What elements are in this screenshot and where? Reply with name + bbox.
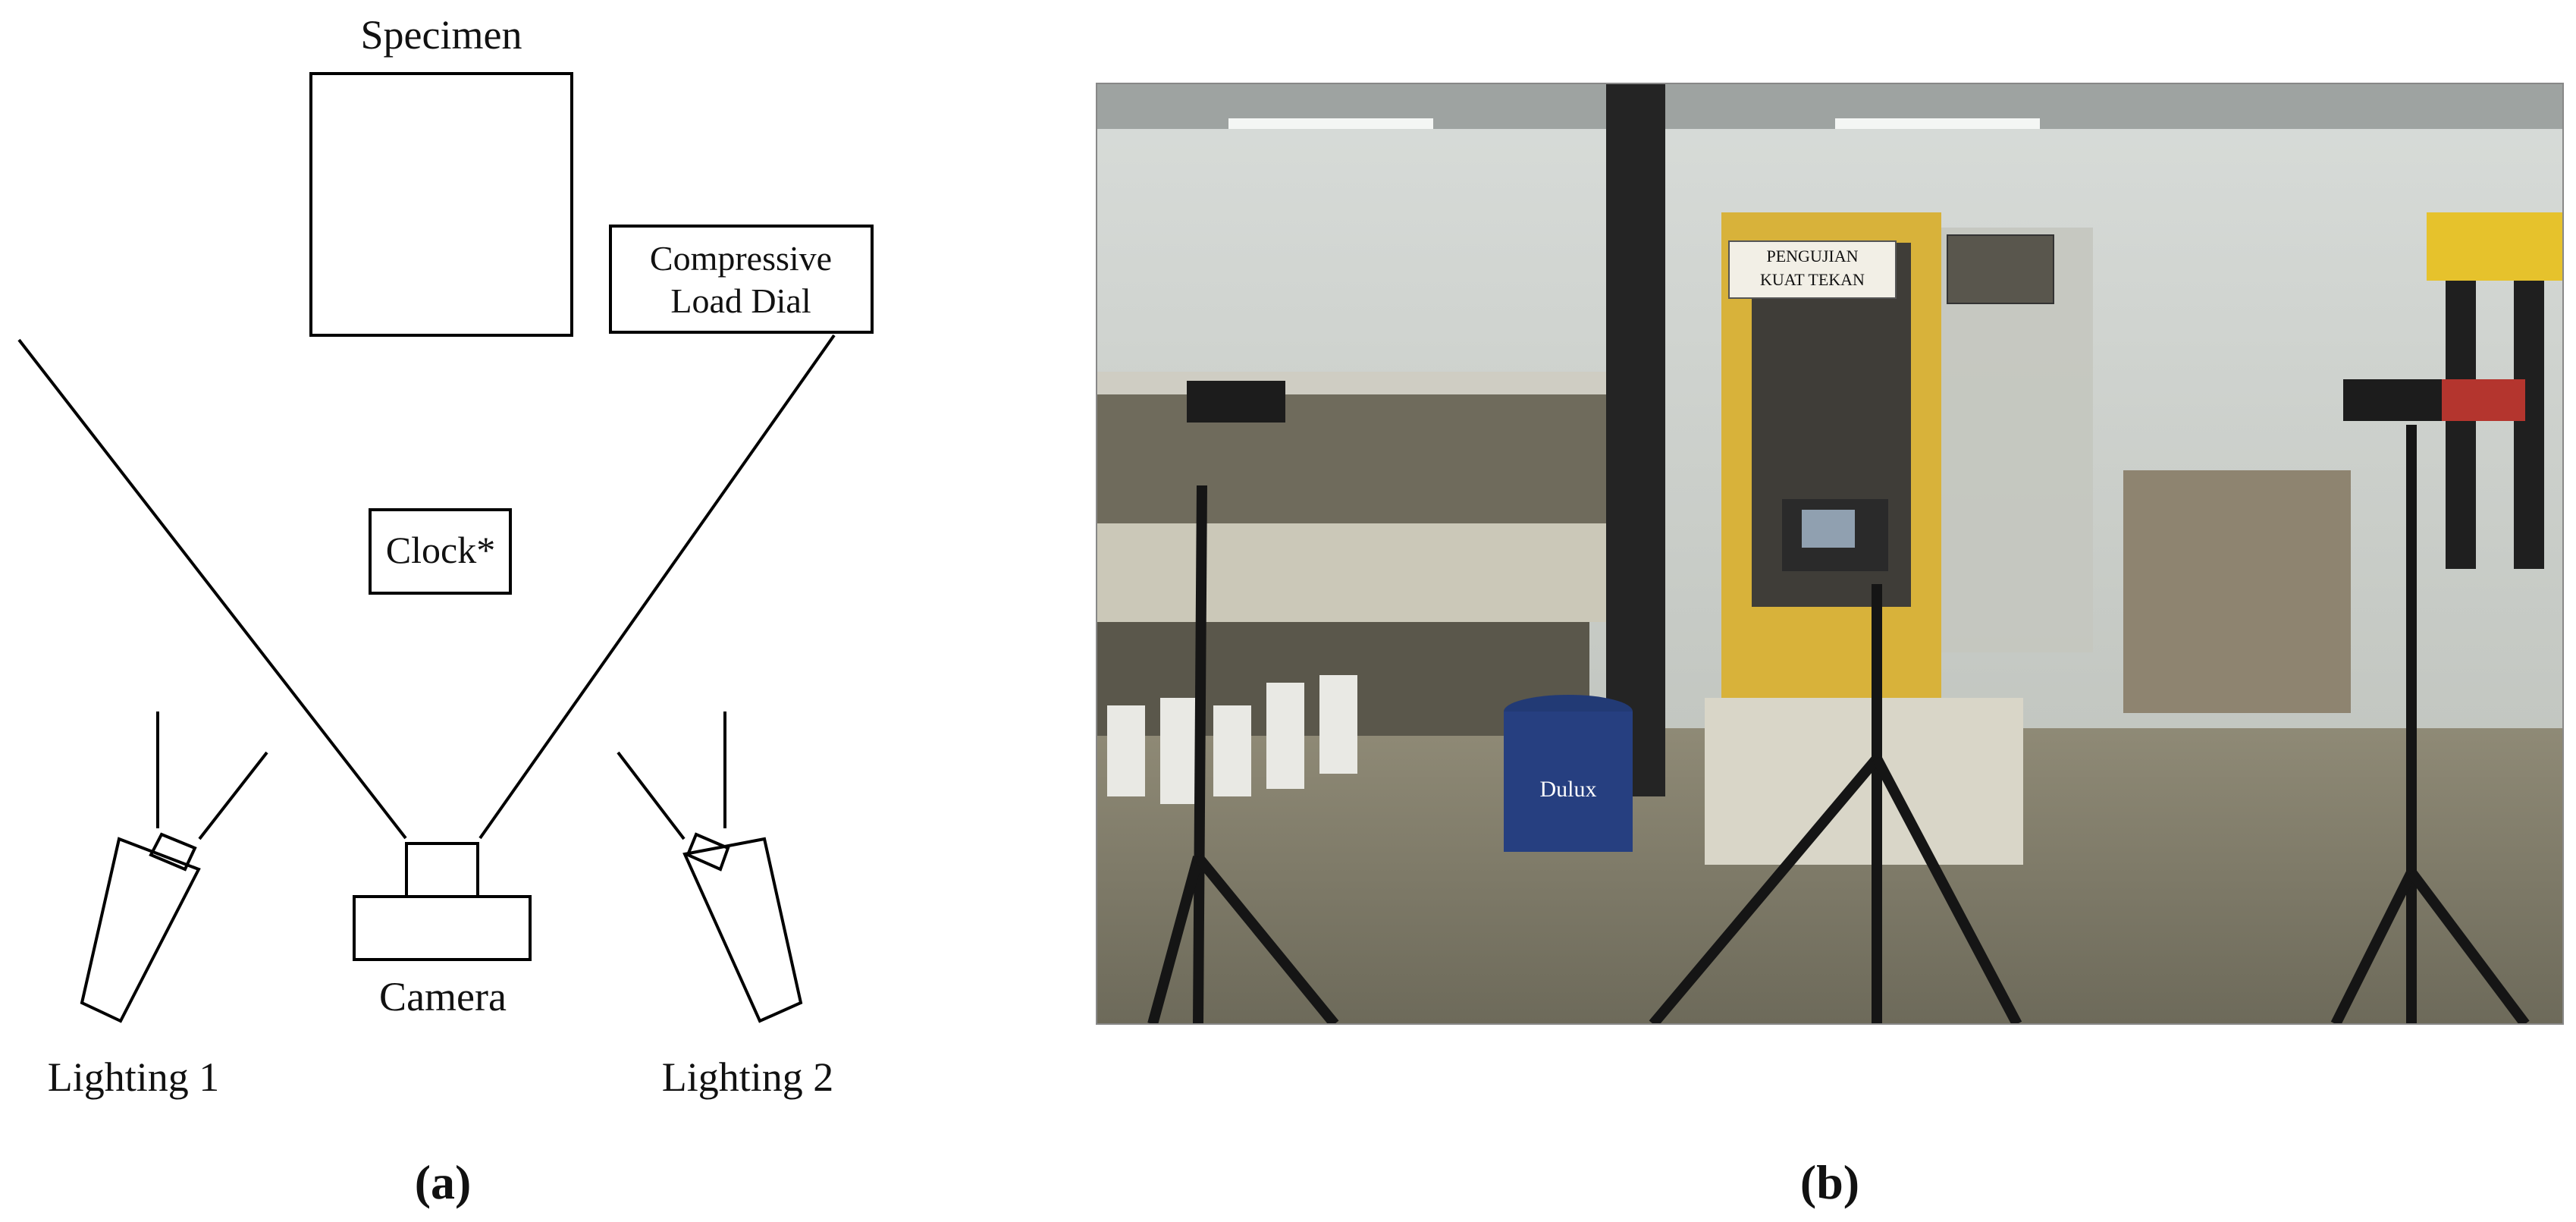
bucket-brand: Dulux (1540, 777, 1597, 802)
specimen-box (309, 72, 573, 337)
caption-b: (b) (1800, 1155, 1859, 1209)
load-dial-label-line1: Compressive (650, 239, 832, 278)
sign-line-2: KUAT TEKAN (1760, 270, 1865, 289)
setup-diagram (17, 72, 874, 1023)
sign-line-1: PENGUJIAN (1767, 247, 1859, 265)
load-dial-label-line2: Load Dial (670, 281, 811, 320)
clock-box (369, 508, 512, 595)
lighting-1-lamp (80, 712, 268, 1023)
test-sign (1728, 240, 1897, 299)
camera-body-shape (353, 895, 532, 961)
camera-label: Camera (379, 974, 507, 1019)
specimen-label: Specimen (361, 12, 522, 58)
view-line-right (478, 334, 836, 840)
camera-lens-shape (405, 842, 479, 898)
caption-a: (a) (415, 1155, 472, 1209)
lighting-2-label: Lighting 2 (662, 1054, 834, 1100)
diagram-labels: Specimen Compressive Load Dial Clock* Ca… (48, 12, 834, 1100)
lighting-2-lamp (617, 712, 803, 1023)
load-dial-box (609, 225, 874, 334)
lab-photo: PENGUJIAN KUAT TEKAN Dulux (1096, 83, 2564, 1025)
clock-label: Clock* (386, 529, 495, 571)
lighting-1-label: Lighting 1 (48, 1054, 220, 1100)
view-line-left (17, 338, 407, 840)
